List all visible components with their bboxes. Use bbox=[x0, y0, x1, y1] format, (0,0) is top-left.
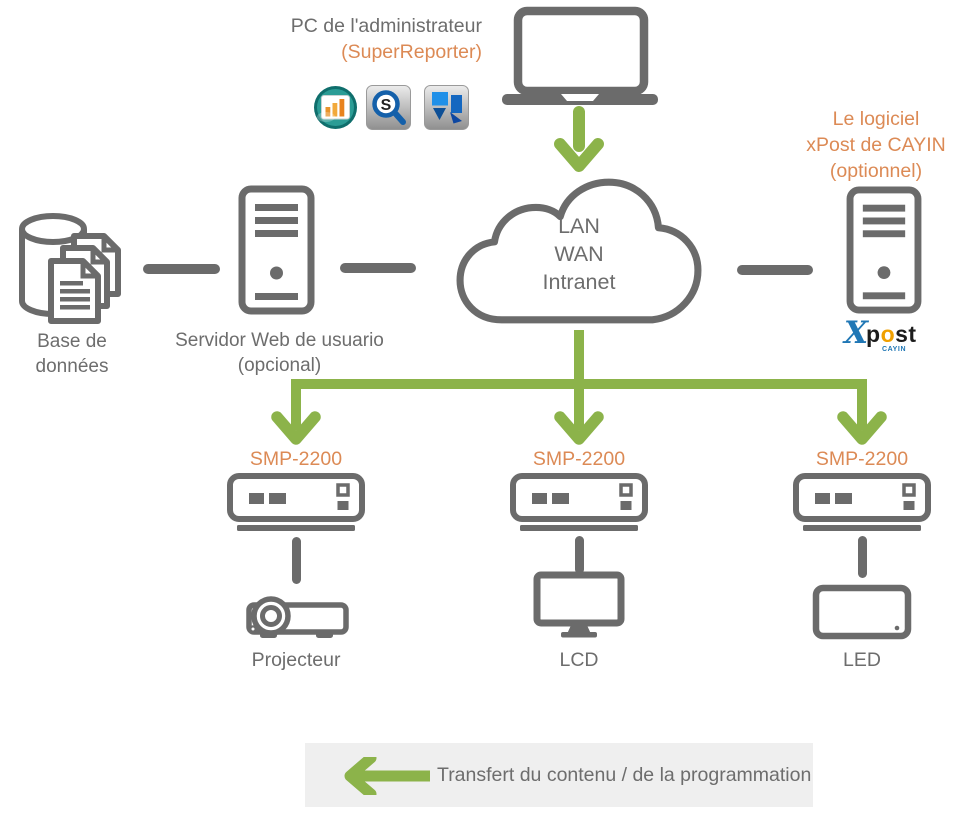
cloud-label: LAN WAN Intranet bbox=[455, 212, 703, 296]
down-arrowhead-3 bbox=[837, 411, 887, 445]
admin-pc-subtitle: (SuperReporter) bbox=[341, 41, 482, 63]
lcd-label: LCD bbox=[559, 649, 599, 671]
xpost-logo-o: o bbox=[880, 321, 896, 347]
admin-pc-title: PC de l'administrateur bbox=[290, 15, 482, 37]
legend-label: Transfert du contenu / de la programmati… bbox=[437, 764, 812, 786]
web-server-icon bbox=[238, 185, 315, 315]
link-dash-server-cloud bbox=[340, 263, 416, 273]
laptop-icon bbox=[502, 6, 658, 105]
smp-label-3: SMP-2200 bbox=[815, 448, 909, 470]
cloud-line-intranet: Intranet bbox=[542, 270, 616, 294]
down-arrowhead-1 bbox=[271, 411, 321, 445]
xpost-logo: X post CAYIN bbox=[842, 315, 937, 357]
cloud-line-wan: WAN bbox=[554, 242, 604, 266]
xpost-title-line3: (optionnel) bbox=[829, 160, 923, 182]
led-display-icon bbox=[812, 584, 912, 640]
xpost-logo-p: p bbox=[866, 321, 881, 347]
led-label: LED bbox=[843, 649, 881, 671]
superreporter-icon bbox=[314, 86, 357, 129]
svg-text:S: S bbox=[381, 97, 392, 114]
projector-label: Projecteur bbox=[251, 649, 341, 671]
database-label-line1: Base de bbox=[37, 331, 107, 352]
link-dash-cloud-xpost bbox=[737, 265, 813, 275]
xpost-server-icon bbox=[846, 186, 922, 314]
xpost-title-line2: xPost de CAYIN bbox=[806, 134, 946, 156]
link-dash-db-server bbox=[143, 264, 220, 274]
smp-player-icon-3 bbox=[793, 473, 931, 531]
legend-left-arrow-icon bbox=[344, 757, 430, 795]
smp-label-2: SMP-2200 bbox=[532, 448, 626, 470]
search-s-icon: S bbox=[366, 85, 411, 130]
xpost-logo-brand: CAYIN bbox=[882, 346, 907, 353]
layout-cursor-icon bbox=[424, 85, 469, 130]
smp-player-icon-1 bbox=[227, 473, 365, 531]
database-label: Base de données bbox=[8, 329, 136, 379]
connector-smp-projector bbox=[292, 537, 301, 584]
distribution-line bbox=[291, 379, 867, 430]
down-arrowhead-2 bbox=[554, 411, 604, 445]
database-label-line2: données bbox=[35, 356, 109, 377]
cloud-line-lan: LAN bbox=[558, 214, 600, 238]
smp-player-icon-2 bbox=[510, 473, 648, 531]
cloud-icon bbox=[456, 178, 702, 324]
xpost-title: Le logiciel xPost de CAYIN (optionnel) bbox=[780, 106, 960, 184]
connector-smp-lcd bbox=[575, 536, 584, 574]
xpost-title-line1: Le logiciel bbox=[832, 108, 920, 130]
lcd-monitor-icon bbox=[533, 571, 625, 638]
database-documents-icon bbox=[19, 213, 121, 324]
projector-icon bbox=[246, 596, 349, 638]
xpost-logo-post: post bbox=[866, 321, 917, 348]
connector-smp-led bbox=[858, 536, 867, 578]
legend-box: Transfert du contenu / de la programmati… bbox=[305, 743, 813, 807]
web-server-label: Servidor Web de usuario (opcional) bbox=[172, 328, 387, 378]
smp-label-1: SMP-2200 bbox=[249, 448, 343, 470]
xpost-logo-x: X bbox=[844, 315, 869, 351]
xpost-logo-st: st bbox=[895, 321, 917, 347]
admin-pc-label: PC de l'administrateur (SuperReporter) bbox=[230, 13, 482, 65]
web-server-label-line2: (opcional) bbox=[237, 355, 322, 376]
web-server-label-line1: Servidor Web de usuario bbox=[175, 330, 384, 351]
